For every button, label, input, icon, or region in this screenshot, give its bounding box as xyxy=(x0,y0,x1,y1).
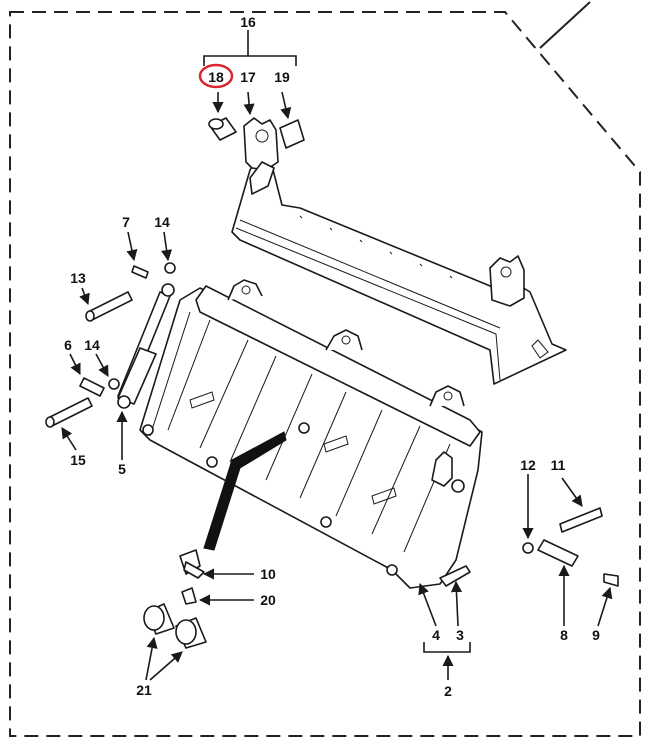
callout-18: 18 xyxy=(208,69,224,85)
callout-18-highlight-ring xyxy=(198,63,234,89)
callout-14-upper: 14 xyxy=(154,214,170,230)
fitting-10 xyxy=(179,549,205,579)
pin-6 xyxy=(79,377,105,397)
nut-12 xyxy=(522,542,534,554)
bolt-11 xyxy=(559,507,603,533)
callout-3: 3 xyxy=(456,627,464,643)
callout-2: 2 xyxy=(444,683,452,699)
pin-15 xyxy=(45,397,93,428)
callout-5: 5 xyxy=(118,461,126,477)
callout-6: 6 xyxy=(64,337,72,353)
mount-bracket xyxy=(231,117,567,385)
hydraulic-cylinder-5 xyxy=(117,283,175,409)
callout-16: 16 xyxy=(240,14,256,30)
bushings-21 xyxy=(143,603,207,649)
nut-14b xyxy=(108,378,120,390)
callout-15: 15 xyxy=(70,452,86,468)
callout-12: 12 xyxy=(520,457,536,473)
callout-7: 7 xyxy=(122,214,130,230)
nut-14a xyxy=(164,262,176,274)
main-frame xyxy=(139,279,483,589)
bushing-18 xyxy=(208,117,237,141)
fitting-20 xyxy=(181,587,197,605)
callout-labels: 16 18 17 19 7 14 13 6 14 15 5 12 11 10 2… xyxy=(64,14,600,699)
leader-lines xyxy=(61,30,613,681)
callout-21: 21 xyxy=(136,682,152,698)
callout-8: 8 xyxy=(560,627,568,643)
callout-11: 11 xyxy=(551,457,566,473)
callout-9: 9 xyxy=(592,627,600,643)
callout-10: 10 xyxy=(260,566,276,582)
grease-fitting-9 xyxy=(603,573,619,587)
callout-17: 17 xyxy=(240,69,256,85)
callout-19: 19 xyxy=(274,69,290,85)
callout-13: 13 xyxy=(70,270,86,286)
hydraulic-hose xyxy=(203,431,287,551)
pin-13 xyxy=(85,291,133,322)
callout-14-lower: 14 xyxy=(84,337,100,353)
pin-8 xyxy=(537,539,579,567)
callout-20: 20 xyxy=(260,592,276,608)
wear-pad-19 xyxy=(279,119,305,149)
callout-4: 4 xyxy=(432,627,440,643)
frame-break-line xyxy=(539,1,591,49)
pin-7 xyxy=(131,265,149,279)
